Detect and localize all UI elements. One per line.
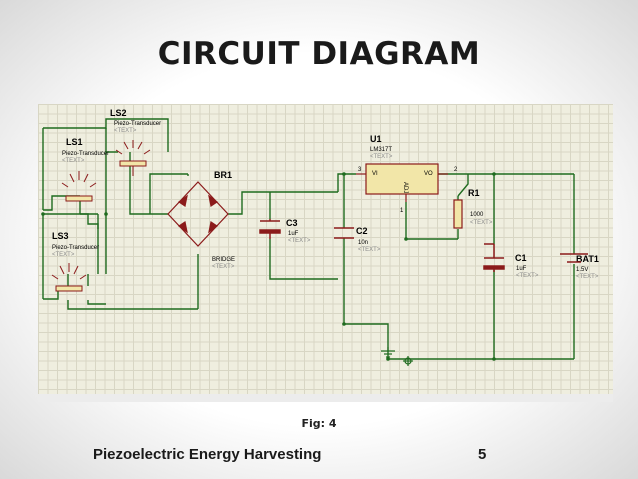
ls2-text: <TEXT> — [114, 128, 137, 134]
c1-text: <TEXT> — [516, 273, 539, 279]
r1-resistor: R1 1000 <TEXT> — [453, 188, 493, 229]
u1-text: <TEXT> — [370, 154, 393, 160]
circuit-schematic: LS2 Piezo-Transducer <TEXT> LS1 Piezo-Tr… — [38, 104, 613, 402]
c3-value: 1uF — [288, 231, 299, 237]
bat1-text: <TEXT> — [576, 274, 599, 280]
c1-value: 1uF — [516, 266, 527, 272]
c1-capacitor: C1 1uF <TEXT> — [483, 243, 539, 279]
c2-ref: C2 — [356, 226, 368, 236]
ls2-piezo-transducer: LS2 Piezo-Transducer <TEXT> — [110, 108, 161, 176]
ls3-text: <TEXT> — [52, 252, 75, 258]
page-number: 5 — [478, 446, 487, 463]
ground-symbol — [381, 347, 413, 366]
slide-title: CIRCUIT DIAGRAM — [157, 36, 481, 72]
r1-text: <TEXT> — [470, 220, 493, 226]
ls1-ref: LS1 — [66, 137, 83, 147]
u1-pin1: 1 — [400, 208, 404, 214]
ls2-ref: LS2 — [110, 108, 127, 118]
r1-value: 1000 — [470, 212, 484, 218]
figure-caption: Fig: 4 — [301, 417, 337, 430]
c3-capacitor: C3 1uF <TEXT> — [259, 218, 311, 244]
bat1-value: 1.5V — [576, 267, 588, 273]
c2-value: 10n — [358, 240, 368, 246]
c2-capacitor: C2 10n <TEXT> — [334, 226, 381, 253]
ls1-text: <TEXT> — [62, 158, 85, 164]
u1-pin-adj: ADJ — [402, 182, 408, 193]
br1-text: <TEXT> — [212, 264, 235, 270]
u1-pin2: 2 — [454, 167, 458, 173]
ls3-piezo-transducer: LS3 Piezo-Transducer <TEXT> — [51, 231, 99, 292]
u1-ref: U1 — [370, 134, 382, 144]
c3-text: <TEXT> — [288, 238, 311, 244]
c3-ref: C3 — [286, 218, 298, 228]
r1-ref: R1 — [468, 188, 480, 198]
schematic-canvas: LS2 Piezo-Transducer <TEXT> LS1 Piezo-Tr… — [41, 108, 599, 366]
br1-ref: BR1 — [214, 170, 232, 180]
ls3-value: Piezo-Transducer — [52, 245, 99, 251]
junction-dots — [41, 172, 496, 361]
ls1-piezo-transducer: LS1 Piezo-Transducer <TEXT> — [61, 137, 109, 202]
bat1-ref: BAT1 — [576, 254, 599, 264]
c1-ref: C1 — [515, 253, 527, 263]
footer-title: Piezoelectric Energy Harvesting — [93, 446, 322, 463]
c2-text: <TEXT> — [358, 247, 381, 253]
u1-voltage-regulator: U1 LM317T <TEXT> VI VO ADJ 3 2 1 — [356, 134, 458, 214]
u1-pin3: 3 — [358, 167, 362, 173]
wires — [42, 118, 575, 360]
br1-value: BRIDGE — [212, 257, 235, 263]
u1-pin-vi: VI — [372, 171, 378, 177]
ls1-value: Piezo-Transducer — [62, 151, 109, 157]
ls3-ref: LS3 — [52, 231, 69, 241]
u1-pin-vo: VO — [424, 171, 433, 177]
u1-value: LM317T — [370, 147, 392, 153]
br1-bridge-rectifier: BR1 BRIDGE <TEXT> — [167, 170, 235, 270]
ls2-value: Piezo-Transducer — [114, 121, 161, 127]
bat1-battery: BAT1 1.5V <TEXT> — [560, 253, 599, 280]
